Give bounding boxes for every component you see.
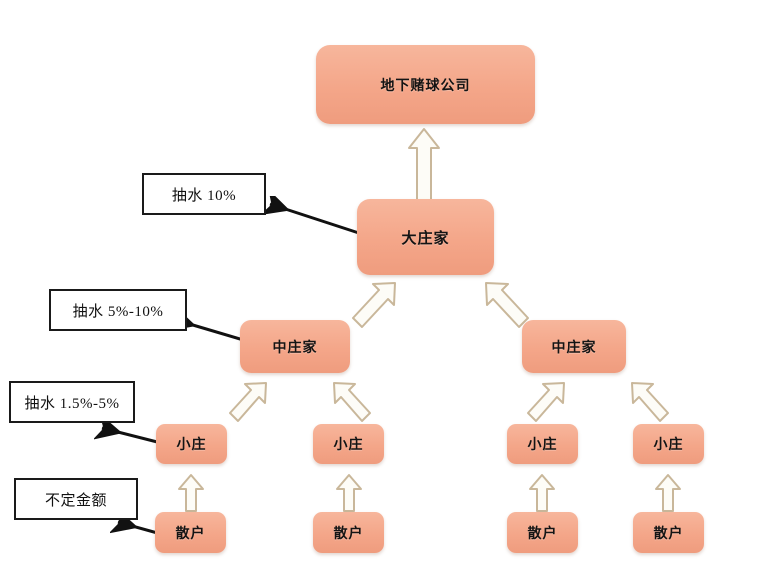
node-small-banker-left-1[interactable]: 小庄: [156, 424, 227, 464]
node-label: 小庄: [527, 436, 558, 452]
node-retail-left-1[interactable]: 散户: [155, 512, 226, 553]
node-small-banker-left-2[interactable]: 小庄: [313, 424, 384, 464]
node-label: 散户: [175, 524, 206, 541]
node-label: 散户: [333, 524, 364, 541]
node-label: 小庄: [653, 436, 684, 452]
label-text: 抽水 1.5%-5%: [24, 395, 120, 412]
node-label: 地下赌球公司: [380, 76, 471, 93]
node-label: 小庄: [176, 436, 207, 452]
block-arrow-retailRL-to-smallRL: [529, 474, 555, 512]
label-text: 抽水 10%: [171, 187, 237, 204]
node-retail-left-2[interactable]: 散户: [313, 512, 384, 553]
node-mid-banker-left[interactable]: 中庄家: [240, 320, 350, 373]
block-arrow-smallRR-to-midright: [631, 382, 669, 422]
node-small-banker-right-2[interactable]: 小庄: [633, 424, 704, 464]
block-arrow-big-to-company: [408, 128, 440, 206]
block-arrow-midleft-to-big: [352, 282, 396, 328]
node-label: 散户: [527, 524, 558, 541]
node-label: 大庄家: [401, 229, 450, 247]
block-arrow-retailLL-to-smallLL: [178, 474, 204, 512]
node-label: 小庄: [333, 436, 364, 452]
node-retail-right-1[interactable]: 散户: [507, 512, 578, 553]
node-small-banker-right-1[interactable]: 小庄: [507, 424, 578, 464]
label-box-rake-10-percent[interactable]: 抽水 10%: [142, 173, 266, 215]
node-mid-banker-right[interactable]: 中庄家: [522, 320, 626, 373]
label-box-variable-amount[interactable]: 不定金额: [14, 478, 138, 520]
block-arrow-smallRL-to-midright: [527, 382, 565, 422]
block-arrow-smallLR-to-midleft: [333, 382, 371, 422]
node-label: 中庄家: [551, 338, 597, 355]
pointer-arrow-to-rake10: [262, 196, 369, 238]
node-big-banker[interactable]: 大庄家: [357, 199, 494, 275]
label-box-rake-1point5-to-5-percent[interactable]: 抽水 1.5%-5%: [9, 381, 135, 423]
block-arrow-smallLL-to-midleft: [229, 382, 267, 422]
label-text: 抽水 5%-10%: [72, 303, 164, 320]
label-box-rake-5-to-10-percent[interactable]: 抽水 5%-10%: [49, 289, 187, 331]
node-label: 中庄家: [272, 338, 318, 355]
label-text: 不定金额: [44, 492, 107, 509]
block-arrow-retailLR-to-smallLR: [336, 474, 362, 512]
node-retail-right-2[interactable]: 散户: [633, 512, 704, 553]
node-label: 散户: [653, 524, 684, 541]
block-arrow-retailRR-to-smallRR: [655, 474, 681, 512]
node-underground-gambling-company[interactable]: 地下赌球公司: [316, 45, 535, 124]
